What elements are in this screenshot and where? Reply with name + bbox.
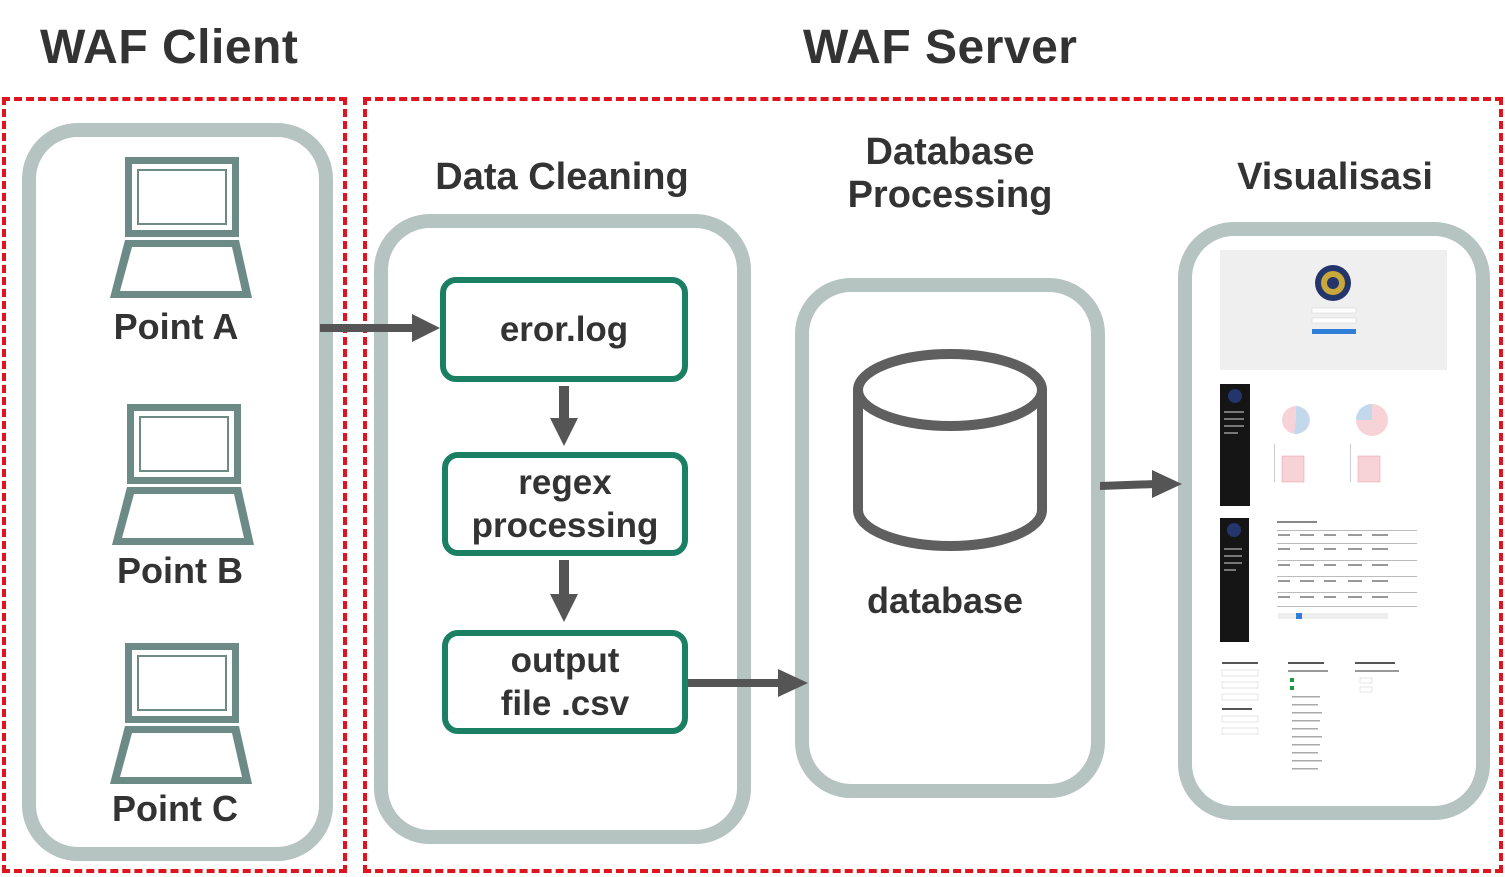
step-regex-processing: regex processing — [442, 452, 688, 556]
arrow-icon — [320, 314, 440, 342]
arrow-icon — [550, 560, 578, 622]
dashboard-charts-thumbnail — [1220, 384, 1447, 506]
step-label-line: output — [510, 641, 620, 680]
waf-client-title: WAF Client — [40, 21, 299, 74]
point-a-label: Point A — [113, 306, 239, 347]
database-cylinder-icon — [853, 349, 1047, 551]
settings-graphic — [1221, 662, 1399, 770]
arrow-icon — [550, 386, 578, 446]
client-region — [2, 97, 347, 873]
login-screen-thumbnail — [1220, 250, 1447, 370]
laptop-icon — [110, 643, 252, 784]
log-table-graphic — [1220, 518, 1417, 642]
step-label-line: processing — [471, 506, 659, 545]
step-label: eror.log — [499, 310, 629, 349]
data-cleaning-title: Data Cleaning — [435, 156, 689, 198]
log-table-thumbnail — [1220, 518, 1427, 642]
database-title-line2: Processing — [847, 174, 1053, 216]
settings-thumbnail — [1220, 656, 1447, 780]
step-label-line: regex — [518, 463, 612, 502]
step-eror-log: eror.log — [440, 277, 688, 382]
point-b-label: Point B — [117, 550, 243, 591]
waf-server-title: WAF Server — [803, 21, 1078, 74]
laptop-icon — [112, 404, 254, 545]
login-screen-graphic — [1311, 265, 1357, 334]
database-processing-title: Database Processing — [820, 131, 1080, 217]
arrow-icon — [688, 669, 808, 697]
step-output-csv: output file .csv — [442, 630, 688, 734]
server-region — [363, 97, 1503, 873]
database-panel — [795, 278, 1105, 798]
arrow-icon — [1100, 470, 1182, 498]
dashboard-graphic — [1220, 384, 1388, 506]
step-label-line: file .csv — [500, 684, 630, 723]
database-title-line1: Database — [865, 131, 1035, 173]
laptop-icon — [110, 157, 252, 298]
visualisasi-title: Visualisasi — [1237, 156, 1433, 198]
database-label: database — [866, 580, 1024, 621]
point-c-label: Point C — [112, 788, 238, 829]
